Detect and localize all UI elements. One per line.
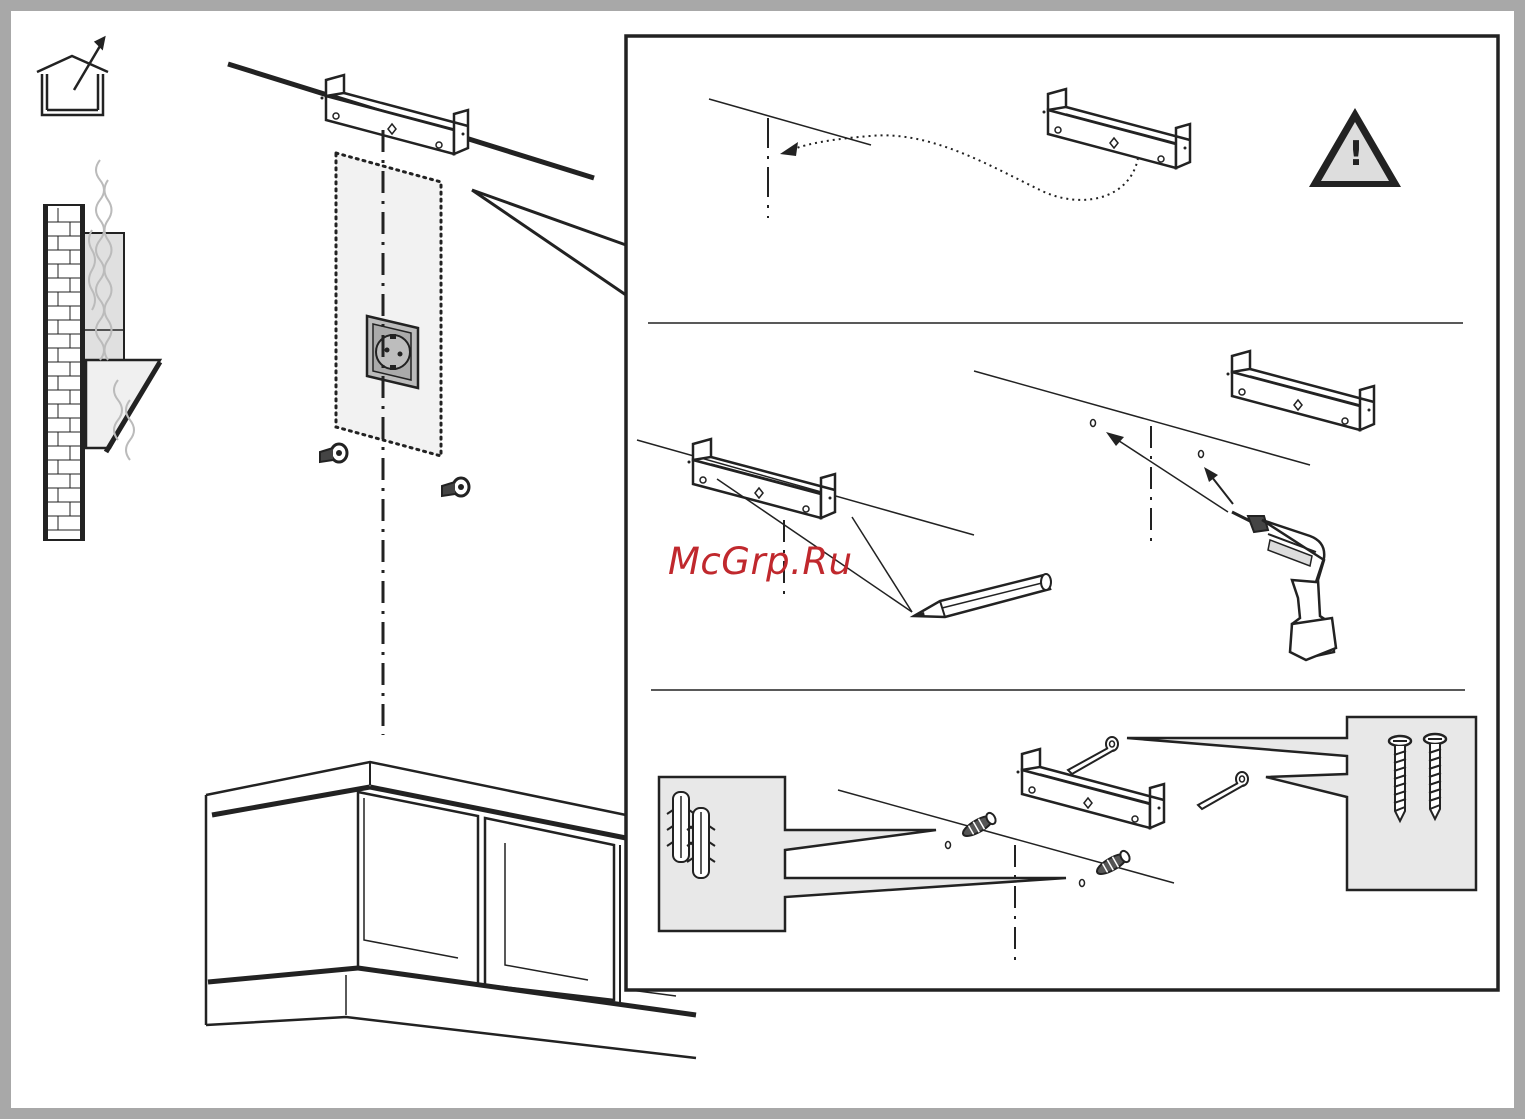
watermark: McGrp.Ru — [668, 540, 853, 583]
power-socket-icon — [367, 316, 418, 388]
socket-clearance-zone — [336, 153, 441, 456]
wall-screw-left — [320, 444, 347, 462]
kitchen-cabinets — [206, 762, 696, 1058]
mounting-bracket — [321, 75, 469, 154]
house-exhaust-icon — [37, 38, 108, 115]
warning-exclamation: ! — [1344, 134, 1368, 174]
hood-side-view-icon — [44, 160, 160, 540]
wall-screw-right — [442, 478, 469, 496]
